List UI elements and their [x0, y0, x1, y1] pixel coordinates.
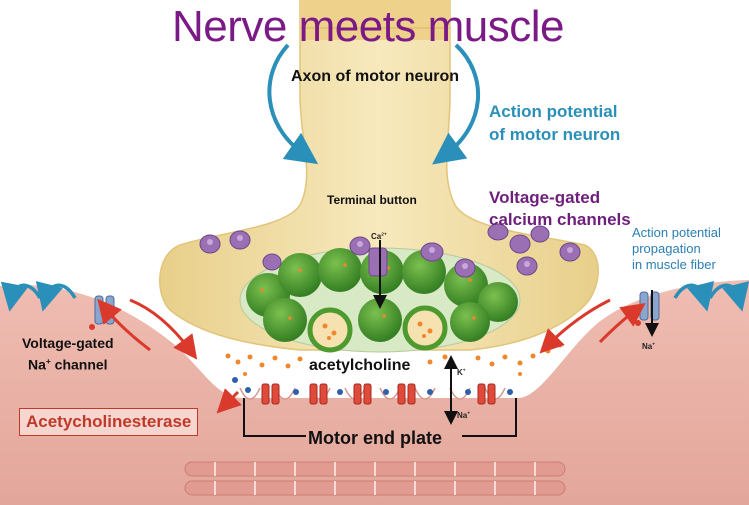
potassium-ion-label: K+ [457, 368, 466, 377]
myofibrils [184, 461, 566, 496]
voltage-gated-sodium-label: Voltage-gated Na+ channel [22, 335, 114, 373]
sodium-ion-label-right: Na+ [642, 342, 656, 351]
depolarization-arrows [97, 298, 646, 414]
voltage-gated-calcium-label: Voltage-gated calcium channels [489, 188, 631, 229]
action-potential-neuron-label: Action potential of motor neuron [489, 102, 621, 144]
calcium-channel-center [368, 247, 388, 277]
acetylcholine-receptors [261, 383, 496, 405]
acetylcholinesterase-label: Acetycholinesterase [19, 408, 199, 436]
muscle-fiber [0, 280, 749, 505]
action-potential-arrows-neuron [267, 43, 481, 165]
terminal-button-label: Terminal button [327, 193, 417, 207]
ion-arrows [373, 240, 659, 425]
action-potential-muscle-label: Action potential propagation in muscle f… [632, 225, 721, 272]
page-title: Nerve meets muscle [172, 2, 565, 51]
junctional-folds [239, 387, 506, 400]
calcium-ion-label: Ca2+ [371, 232, 387, 241]
motor-end-plate-label: Motor end plate [308, 428, 442, 448]
axon-top-band [300, 0, 450, 40]
axon-label: Axon of motor neuron [291, 68, 459, 85]
sodium-ion-label: Na+ [457, 411, 471, 420]
synaptic-vesicles [246, 248, 518, 353]
acetylcholine-label: acetylcholine [309, 357, 411, 374]
motor-end-plate-bracket [243, 398, 517, 437]
action-potential-arrows-muscle [0, 281, 749, 312]
